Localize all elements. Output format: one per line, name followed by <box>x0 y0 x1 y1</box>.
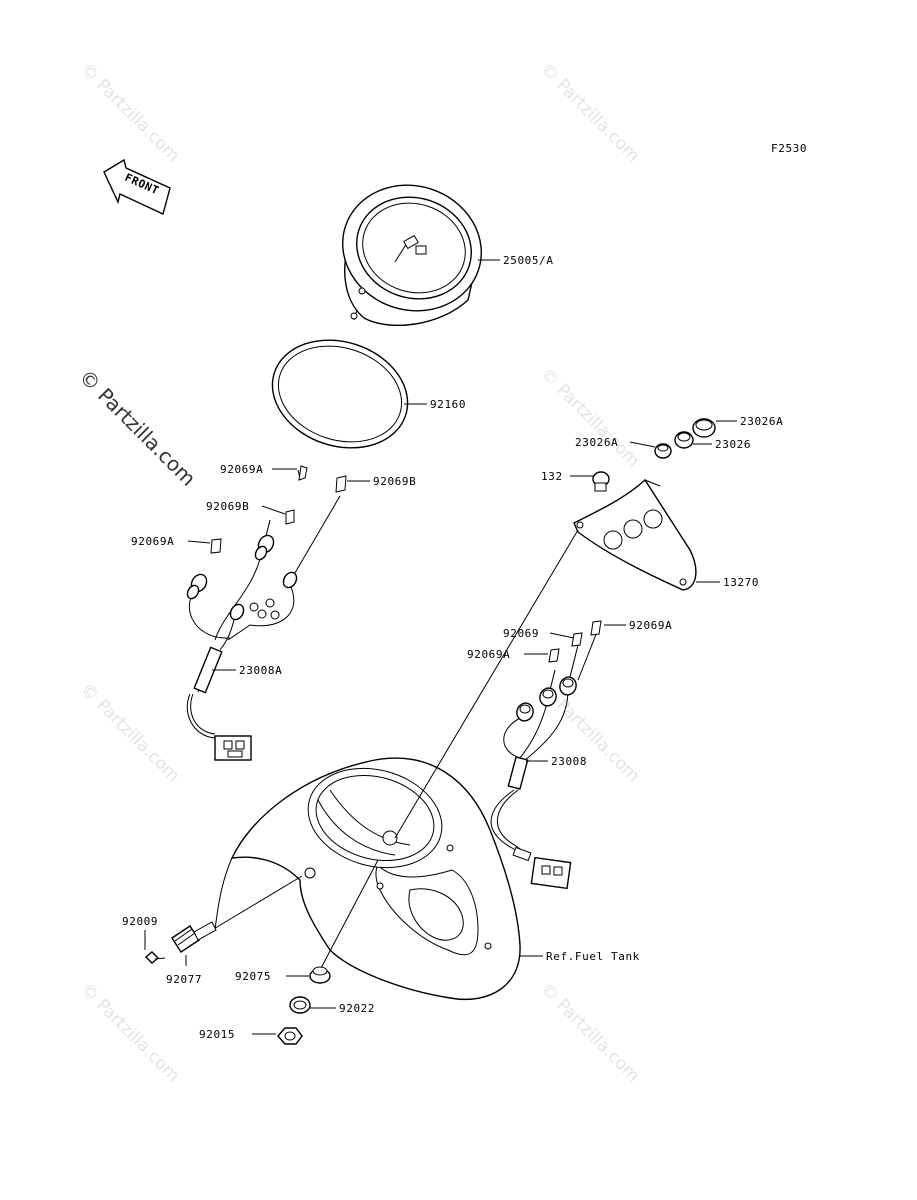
left-wire-harness <box>186 465 347 761</box>
callout-92160: 92160 <box>430 398 466 411</box>
front-arrow-icon: FRONT <box>103 158 171 215</box>
callout-23008: 23008 <box>551 755 587 768</box>
watermark: © Partzilla.com <box>536 364 643 471</box>
trip-knob <box>171 921 217 953</box>
watermark: © Partzilla.com <box>76 679 183 786</box>
callout-92069A-left-2: 92069A <box>131 535 174 548</box>
gasket-ring <box>271 339 409 449</box>
watermark: © Partzilla.com <box>536 59 643 166</box>
callout-92069B-left: 92069B <box>206 500 249 513</box>
callout-92022: 92022 <box>339 1002 375 1015</box>
callout-23008A: 23008A <box>239 664 282 677</box>
bolt <box>592 471 610 492</box>
callout-13270: 13270 <box>723 576 759 589</box>
watermark-large: © Partzilla.com <box>74 365 200 491</box>
collar <box>289 996 311 1014</box>
callout-23026A-top: 23026A <box>740 415 783 428</box>
callout-23026A-left: 23026A <box>575 436 618 449</box>
speedometer-gauge <box>342 184 482 327</box>
watermark: © Partzilla.com <box>76 979 183 1086</box>
callout-23026: 23026 <box>715 438 751 451</box>
callout-ref-fuel-tank: Ref.Fuel Tank <box>546 950 640 963</box>
right-wire-harness <box>490 620 602 890</box>
indicator-lens-caps <box>654 418 716 459</box>
callout-92069A-right-2: 92069A <box>467 648 510 661</box>
callout-92069-right: 92069 <box>503 627 539 640</box>
watermark: © Partzilla.com <box>76 59 183 166</box>
callout-92069A-left-1: 92069A <box>220 463 263 476</box>
nut <box>277 1027 303 1045</box>
figure-code: F2530 <box>771 142 807 155</box>
callout-92069B-right: 92069B <box>373 475 416 488</box>
callout-92075: 92075 <box>235 970 271 983</box>
indicator-bracket <box>573 478 697 591</box>
callout-92015: 92015 <box>199 1028 235 1041</box>
screw <box>144 951 166 964</box>
callout-92077: 92077 <box>166 973 202 986</box>
callout-92009: 92009 <box>122 915 158 928</box>
callout-25005A: 25005/A <box>503 254 554 267</box>
callout-92069A-right-1: 92069A <box>629 619 672 632</box>
fuel-tank-cover <box>214 757 521 1000</box>
watermark: © Partzilla.com <box>536 979 643 1086</box>
callout-132: 132 <box>541 470 563 483</box>
grommet <box>309 966 331 984</box>
